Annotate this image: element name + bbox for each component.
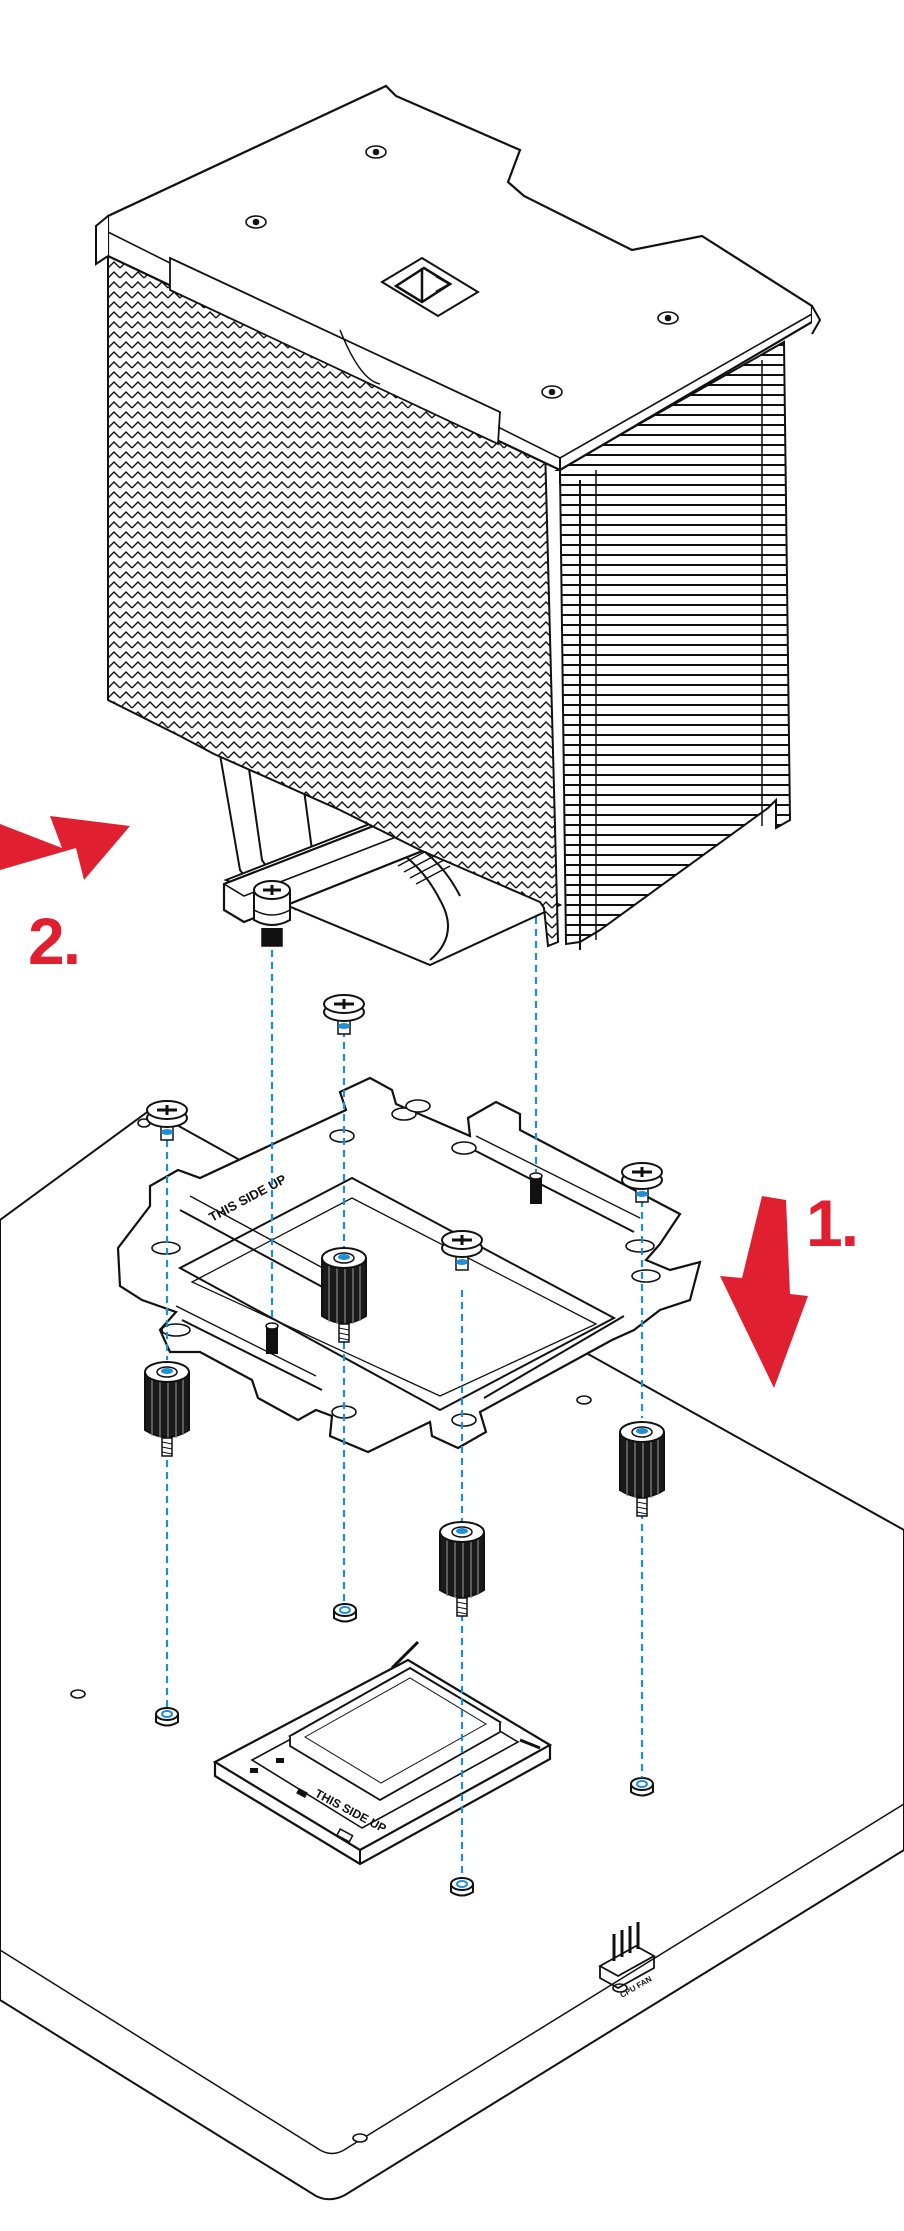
standoff-nuts: [144, 1247, 665, 1617]
heatsink-tower: [95, 84, 822, 967]
brand-logo: [380, 256, 480, 318]
bracket-stud: [529, 1172, 543, 1204]
standoff-nut: [619, 1421, 665, 1517]
thumb-screw: [323, 994, 365, 1035]
step-2-number: 2.: [28, 904, 81, 978]
thumb-screw: [146, 1100, 188, 1141]
step-1-number: 1.: [806, 1186, 859, 1260]
cover-screws: [245, 145, 679, 399]
alignment-guide-lines: [165, 905, 644, 1878]
thumb-screw: [621, 1162, 663, 1203]
thumb-screw: [441, 1230, 483, 1271]
standoff-nut: [144, 1361, 190, 1457]
mounting-hole-markers: [70, 1118, 628, 2143]
step-2-arrow: [0, 816, 130, 880]
motherboard: [0, 1108, 904, 2201]
bracket-stud: [265, 1322, 279, 1354]
step-2-label: 2.: [28, 908, 81, 974]
heatsink-fins-front: [107, 254, 560, 948]
standoff-hole: [333, 1603, 357, 1623]
standoff-hole: [630, 1777, 654, 1797]
cpu-socket: THIS SIDE UP: [212, 1640, 553, 1866]
standoff-holes: [155, 1603, 654, 1897]
mounting-bracket: THIS SIDE UP: [116, 1076, 702, 1454]
spring-screw: [253, 880, 291, 947]
thumb-screws: [146, 994, 663, 1271]
step-1-arrow: [720, 1196, 808, 1388]
heatsink-fins-side: [554, 340, 792, 946]
standoff-nut: [321, 1247, 367, 1343]
cpu-chip: [288, 1666, 502, 1802]
standoff-hole: [155, 1707, 179, 1727]
standoff-hole: [450, 1877, 474, 1897]
standoff-nut: [439, 1521, 485, 1617]
step-1-label: 1.: [806, 1190, 859, 1256]
